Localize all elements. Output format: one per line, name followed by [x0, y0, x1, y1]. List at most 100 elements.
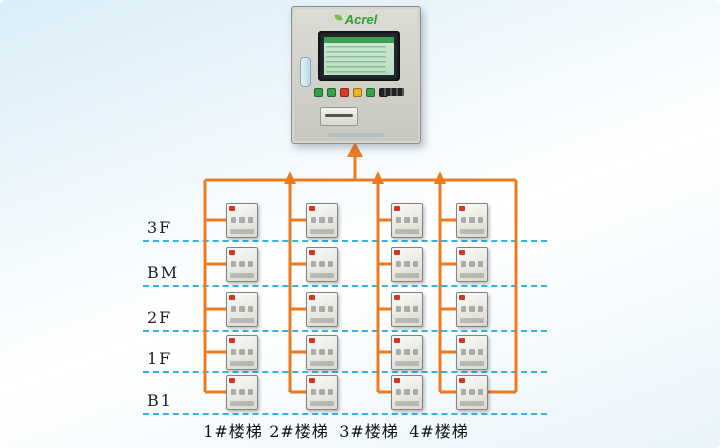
terminal-slot — [477, 389, 483, 395]
monitor-cabinet: Acrel — [291, 6, 421, 144]
device-indicator-dot — [394, 250, 400, 255]
device-module — [306, 335, 338, 370]
printer-slot — [320, 107, 358, 126]
terminal-slots — [311, 261, 333, 267]
wiring-lines — [203, 153, 518, 394]
device-module — [306, 247, 338, 282]
floor-label: 3F — [147, 218, 173, 237]
terminal-slots — [231, 306, 253, 312]
indicator-light — [327, 88, 336, 97]
terminal-slot — [231, 389, 237, 395]
device-base — [230, 401, 254, 406]
device-base — [395, 273, 419, 278]
floor-divider-line — [143, 330, 547, 332]
terminal-slot — [319, 261, 325, 267]
stubs-column-3 — [378, 218, 392, 394]
stubs-column-4 — [440, 218, 457, 394]
device-indicator-dot — [394, 295, 400, 300]
lcd-screen — [318, 31, 400, 81]
terminal-slot — [461, 349, 467, 355]
terminal-slot — [469, 261, 475, 267]
floor-label: BM — [147, 263, 180, 282]
device-module — [391, 203, 423, 238]
device-indicator-dot — [309, 250, 315, 255]
device-base — [395, 401, 419, 406]
stair-label: 1#楼梯 — [203, 422, 263, 441]
device-module — [456, 292, 488, 327]
floor-divider-line — [143, 240, 547, 242]
screen-content — [324, 37, 394, 75]
indicator-light — [340, 88, 349, 97]
device-module — [456, 375, 488, 410]
stair-label: 4#楼梯 — [409, 422, 469, 441]
terminal-slot — [231, 306, 237, 312]
terminal-slot — [461, 261, 467, 267]
terminal-slot — [412, 306, 418, 312]
acrel-logo: Acrel — [292, 12, 420, 27]
arrow-up-bus4-icon — [434, 171, 446, 184]
device-module — [226, 247, 258, 282]
terminal-slot — [469, 389, 475, 395]
terminal-slot — [461, 217, 467, 223]
device-module — [391, 375, 423, 410]
arrow-up-bus2-icon — [284, 171, 296, 184]
device-indicator-dot — [394, 206, 400, 211]
device-module — [226, 203, 258, 238]
terminal-slot — [327, 349, 333, 355]
terminal-slot — [412, 261, 418, 267]
brand-text: Acrel — [344, 12, 378, 27]
terminal-slot — [319, 217, 325, 223]
device-indicator-dot — [309, 338, 315, 343]
terminal-slot — [477, 349, 483, 355]
terminal-slot — [239, 306, 245, 312]
device-base — [230, 229, 254, 234]
terminal-slots — [396, 349, 418, 355]
indicator-light — [353, 88, 362, 97]
terminal-slots — [461, 261, 483, 267]
device-base — [460, 401, 484, 406]
device-indicator-dot — [459, 295, 465, 300]
leaf-icon — [333, 13, 343, 22]
nameplate — [328, 133, 384, 137]
device-indicator-dot — [229, 338, 235, 343]
terminal-slot — [247, 389, 253, 395]
terminal-slots — [461, 349, 483, 355]
terminal-slots — [311, 389, 333, 395]
device-base — [230, 361, 254, 366]
device-module — [391, 335, 423, 370]
device-base — [310, 401, 334, 406]
stubs-column-2 — [290, 218, 307, 394]
terminal-slot — [461, 306, 467, 312]
device-module — [456, 203, 488, 238]
terminal-slot — [396, 261, 402, 267]
floor-label: B1 — [147, 391, 173, 410]
terminal-slots — [396, 389, 418, 395]
device-module — [306, 292, 338, 327]
terminal-slot — [311, 261, 317, 267]
terminal-slot — [231, 217, 237, 223]
terminal-slots — [396, 261, 418, 267]
terminal-slots — [461, 306, 483, 312]
device-module — [226, 292, 258, 327]
terminal-slots — [311, 349, 333, 355]
device-indicator-dot — [229, 250, 235, 255]
terminal-slots — [311, 217, 333, 223]
floor-label: 2F — [147, 308, 173, 327]
device-base — [395, 229, 419, 234]
device-base — [310, 273, 334, 278]
terminal-slot — [469, 217, 475, 223]
glass-tube — [300, 57, 311, 87]
stair-label: 3#楼梯 — [339, 422, 399, 441]
terminal-slot — [404, 306, 410, 312]
device-indicator-dot — [309, 378, 315, 383]
device-base — [460, 318, 484, 323]
device-module — [306, 203, 338, 238]
terminal-slot — [396, 349, 402, 355]
terminal-slots — [396, 306, 418, 312]
device-indicator-dot — [229, 206, 235, 211]
terminal-slots — [231, 389, 253, 395]
device-base — [310, 361, 334, 366]
device-module — [456, 247, 488, 282]
